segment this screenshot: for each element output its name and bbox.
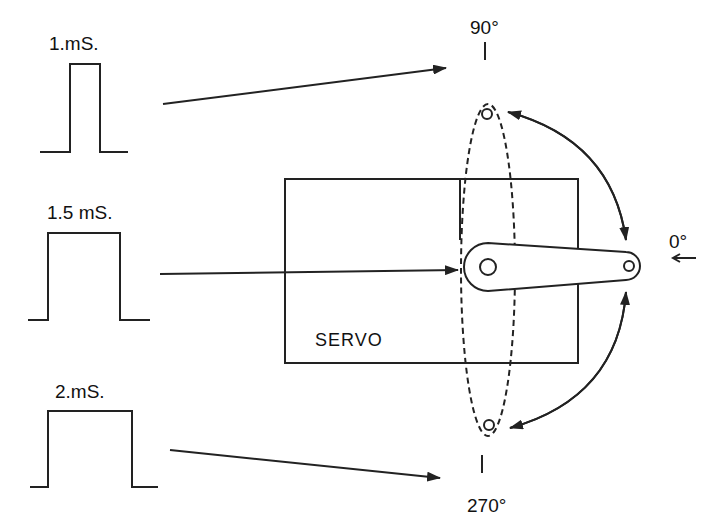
angle-label: 90°: [469, 18, 500, 37]
servo-edge: [459, 179, 461, 240]
angle-label: 270°: [466, 496, 507, 515]
pulse-1-5ms: [28, 233, 150, 320]
horn-hub: [480, 259, 496, 275]
angle-tick: [673, 254, 680, 262]
angle-tick: [674, 257, 696, 259]
servo-label: SERVO: [315, 331, 383, 349]
pulse-width: 1.mS.: [48, 34, 100, 53]
rotation-arrow: [510, 292, 626, 428]
pulse-width: 1.5 mS.: [46, 203, 113, 222]
pulse-width: 2.mS.: [54, 382, 106, 401]
angle-label: 0°: [668, 232, 688, 251]
angle-tick: [481, 455, 483, 473]
rotation-arrow: [510, 292, 626, 428]
rotation-arrow: [508, 112, 626, 240]
servo-horn: [464, 243, 640, 291]
pointer-arrow: [170, 450, 440, 478]
angle-tick: [484, 42, 486, 60]
horn-hole: [484, 420, 494, 430]
rotation-arrow: [508, 112, 626, 240]
pulse-2ms: [30, 411, 158, 487]
horn-hole: [624, 261, 634, 271]
pulse-1ms: [40, 64, 128, 152]
horn-hole: [482, 109, 492, 119]
pointer-arrow: [163, 68, 446, 104]
pointer-arrow: [160, 270, 458, 274]
servo-box: SERVO: [285, 179, 578, 363]
